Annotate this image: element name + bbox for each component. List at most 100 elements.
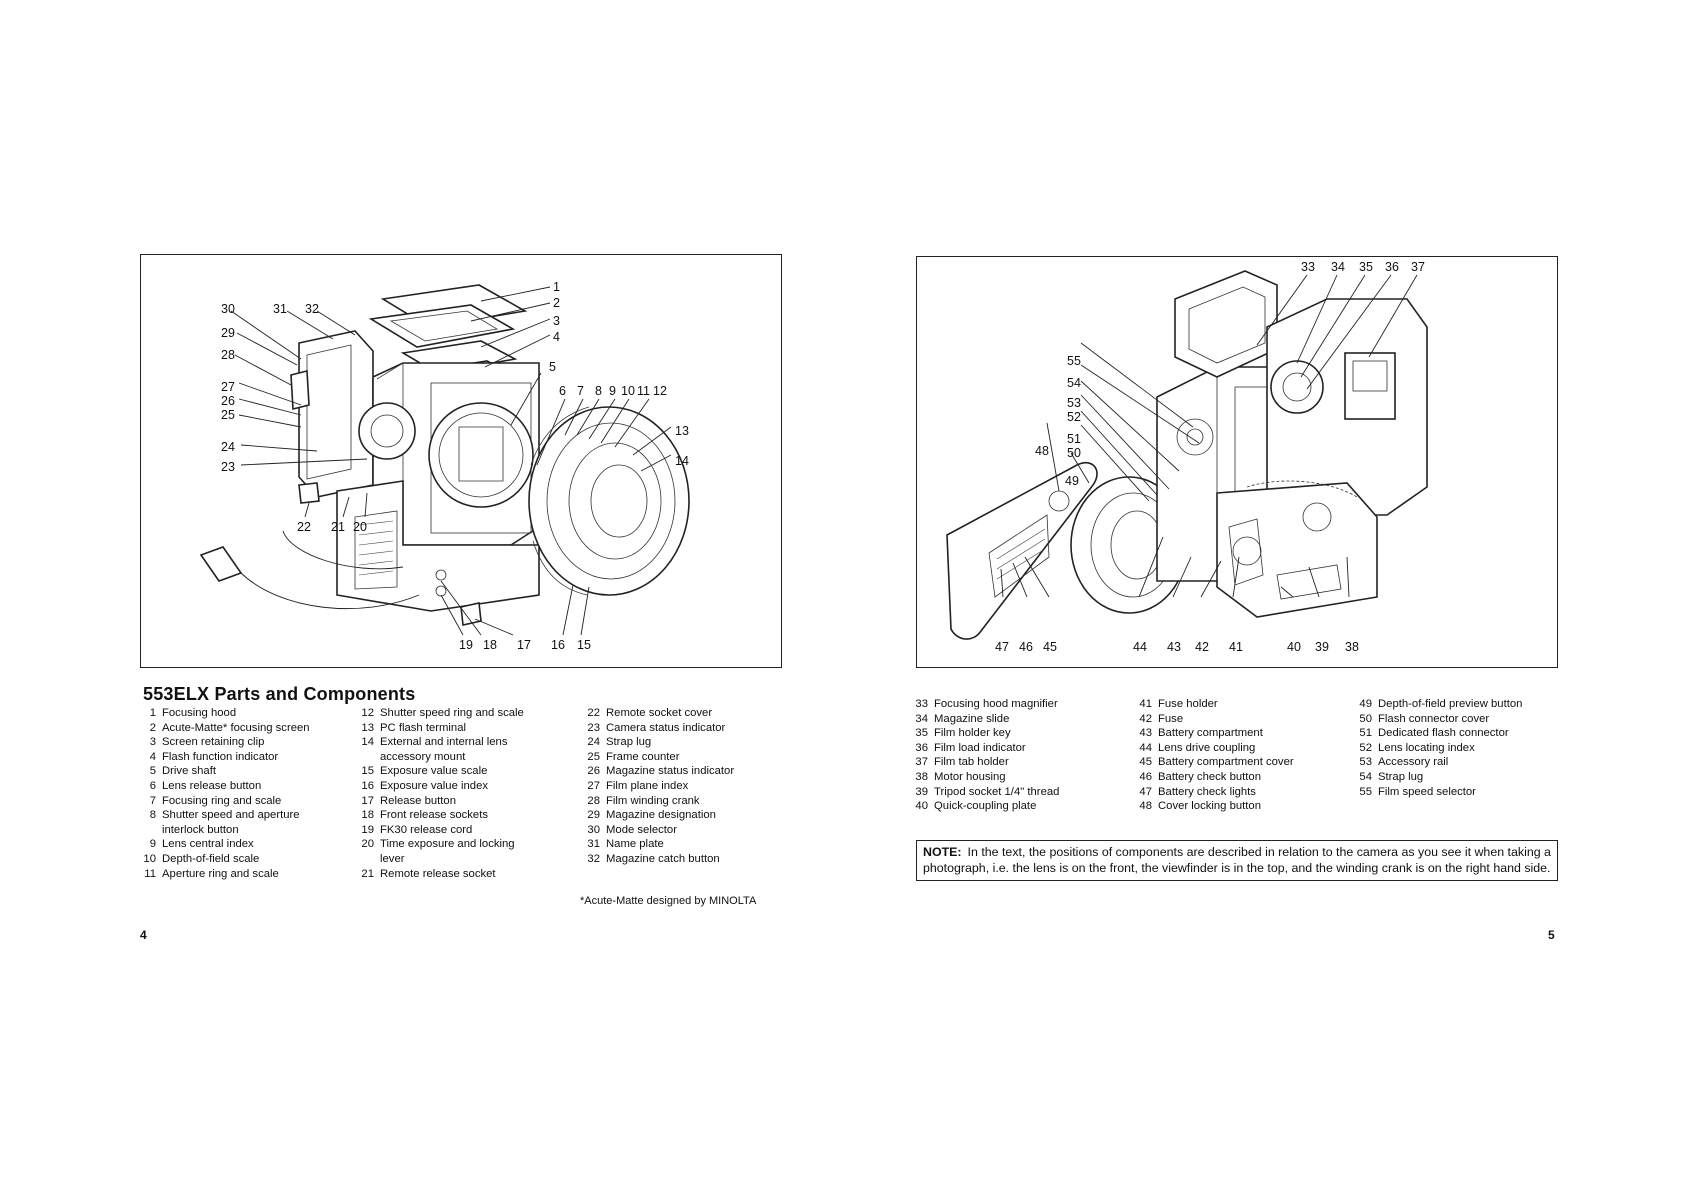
callout-27: 27 xyxy=(221,380,235,394)
callout-40: 40 xyxy=(1287,640,1301,654)
callout-24: 24 xyxy=(221,440,235,454)
callout-28: 28 xyxy=(221,348,235,362)
callout-29: 29 xyxy=(221,326,235,340)
callout-50: 50 xyxy=(1067,446,1081,460)
callout-41: 41 xyxy=(1229,640,1243,654)
callout-1: 1 xyxy=(553,280,560,294)
callout-3: 3 xyxy=(553,314,560,328)
callout-52: 52 xyxy=(1067,410,1081,424)
callout-8: 8 xyxy=(595,384,602,398)
camera-front-illustration: 1 2 3 4 5 6 7 8 9 10 11 12 13 14 15 16 1… xyxy=(199,280,690,652)
callout-16: 16 xyxy=(551,638,565,652)
callout-34: 34 xyxy=(1331,260,1345,274)
callout-47: 47 xyxy=(995,640,1009,654)
callout-43: 43 xyxy=(1167,640,1181,654)
callout-leader-lines xyxy=(1000,274,1418,598)
callout-31: 31 xyxy=(273,302,287,316)
callout-2: 2 xyxy=(553,296,560,310)
callout-53: 53 xyxy=(1067,396,1081,410)
page-number-right: 5 xyxy=(1548,928,1555,942)
callout-14: 14 xyxy=(675,454,689,468)
left-page: 1 2 3 4 5 6 7 8 9 10 11 12 13 14 15 16 1… xyxy=(140,254,782,942)
callout-26: 26 xyxy=(221,394,235,408)
callout-33: 33 xyxy=(1301,260,1315,274)
callout-17: 17 xyxy=(517,638,531,652)
note-text: In the text, the positions of components… xyxy=(923,845,1551,875)
callout-15: 15 xyxy=(577,638,591,652)
callout-10: 10 xyxy=(621,384,635,398)
callout-20: 20 xyxy=(353,520,367,534)
parts-section-title: 553ELX Parts and Components xyxy=(143,684,416,704)
callout-30: 30 xyxy=(221,302,235,316)
note-box: NOTE:In the text, the positions of compo… xyxy=(916,840,1558,881)
callout-36: 36 xyxy=(1385,260,1399,274)
callout-12: 12 xyxy=(653,384,667,398)
callout-21: 21 xyxy=(331,520,345,534)
callout-22: 22 xyxy=(297,520,311,534)
callout-9: 9 xyxy=(609,384,616,398)
callout-11: 11 xyxy=(637,384,650,398)
callout-18: 18 xyxy=(483,638,497,652)
figure-callout-numbers: 1 2 3 4 5 6 7 8 9 10 11 12 13 14 15 16 1… xyxy=(221,280,689,652)
callout-19: 19 xyxy=(459,638,473,652)
note-label: NOTE: xyxy=(923,845,962,859)
camera-rear-illustration: 33 34 35 36 37 38 39 40 41 42 43 44 45 4… xyxy=(946,260,1428,654)
camera-drawing-front xyxy=(199,284,690,626)
callout-5: 5 xyxy=(549,360,556,374)
callout-42: 42 xyxy=(1195,640,1209,654)
callout-4: 4 xyxy=(553,330,560,344)
callout-38: 38 xyxy=(1345,640,1359,654)
callout-51: 51 xyxy=(1067,432,1081,446)
callout-37: 37 xyxy=(1411,260,1425,274)
callout-44: 44 xyxy=(1133,640,1147,654)
callout-leader-lines xyxy=(230,286,672,636)
callout-39: 39 xyxy=(1315,640,1329,654)
callout-55: 55 xyxy=(1067,354,1081,368)
